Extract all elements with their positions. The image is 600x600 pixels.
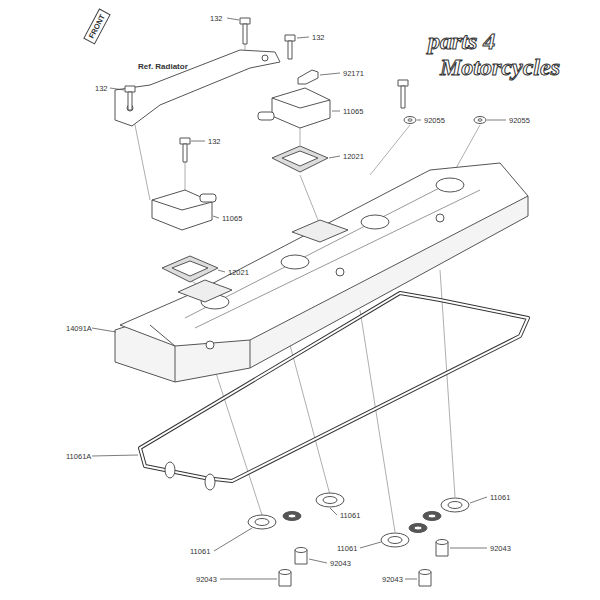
callout-number: 14091A [66, 324, 92, 333]
reference-note: Ref. Radiator [138, 62, 188, 71]
callout-number: 92055 [509, 116, 530, 125]
callout-number: 92043 [490, 544, 511, 553]
callout-number: 92043 [382, 575, 403, 584]
callout-number: 11061 [490, 493, 510, 502]
callout-number: 12021 [343, 152, 364, 161]
front-tag: FRONT [83, 9, 110, 45]
callout-number: 92043 [196, 575, 217, 584]
watermark: parts 4 [428, 28, 495, 54]
callout-number: 92043 [330, 559, 351, 568]
callout-number: 11061 [337, 544, 357, 553]
callout-number: 132 [210, 14, 223, 23]
callout-number: 11061 [190, 547, 210, 556]
callout-number: 11065 [343, 107, 363, 116]
callout-number: 132 [208, 137, 221, 146]
callout-number: 11065 [222, 214, 242, 223]
callout-number: 11061A [66, 452, 91, 461]
callout-number: 92055 [424, 116, 445, 125]
callout-number: 92171 [343, 69, 364, 78]
callout-number: 132 [312, 33, 325, 42]
callout-number: 132 [95, 84, 108, 93]
watermark: Motorcycles [440, 54, 560, 80]
callout-number: 12021 [228, 268, 249, 277]
callout-number: 11061 [340, 511, 360, 520]
